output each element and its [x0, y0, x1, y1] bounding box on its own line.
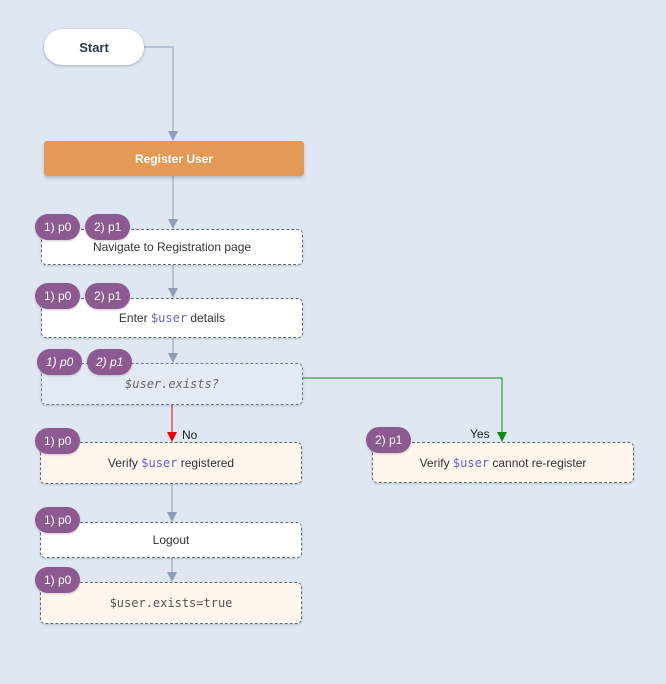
- verify-cannot-variable: $user: [452, 455, 490, 470]
- edge-start-to-register: [144, 46, 174, 131]
- enter-details-suffix: details: [187, 311, 226, 325]
- verify-registered-step-node[interactable]: Verify $user registered: [40, 442, 302, 484]
- verify-cannot-suffix: cannot re-register: [489, 455, 587, 470]
- badge-p1: 2) p1: [85, 214, 131, 240]
- navigate-step-node[interactable]: Navigate to Registration page: [41, 229, 303, 265]
- badge-p1: 2) p1: [366, 427, 412, 453]
- verify-cannot-reregister-step-node[interactable]: Verify $user cannot re-register: [372, 442, 634, 483]
- logout-label: Logout: [152, 533, 190, 547]
- badge-p0: 1) p0: [37, 349, 83, 375]
- verify-registered-suffix: registered: [177, 456, 235, 470]
- enter-details-step-node[interactable]: Enter $user details: [41, 298, 303, 338]
- arrowhead-yes: [497, 432, 507, 442]
- edge-label-no: No: [182, 428, 198, 442]
- badge-p1: 2) p1: [87, 349, 133, 375]
- enter-details-variable: $user: [150, 311, 188, 325]
- badge-p0: 1) p0: [35, 507, 81, 533]
- set-user-exists-label: $user.exists=true: [109, 596, 233, 610]
- arrowhead: [168, 219, 178, 229]
- arrowhead-no: [167, 432, 177, 442]
- badge-p0: 1) p0: [35, 428, 81, 454]
- verify-registered-variable: $user: [141, 456, 178, 470]
- set-user-exists-step-node[interactable]: $user.exists=true: [40, 582, 302, 624]
- arrowhead: [168, 131, 178, 141]
- edge-label-yes: Yes: [470, 427, 490, 441]
- edge-condition-yes: [303, 377, 503, 432]
- badge-p0: 1) p0: [35, 214, 81, 240]
- enter-details-prefix: Enter: [118, 311, 151, 325]
- user-exists-condition-node[interactable]: $user.exists?: [41, 363, 303, 405]
- badge-p1: 2) p1: [85, 283, 131, 309]
- verify-cannot-prefix: Verify: [419, 455, 453, 470]
- navigate-step-label: Navigate to Registration page: [92, 240, 252, 254]
- badge-p0: 1) p0: [35, 283, 81, 309]
- arrowhead: [167, 512, 177, 522]
- start-node[interactable]: Start: [44, 29, 144, 65]
- verify-registered-prefix: Verify: [107, 456, 142, 470]
- logout-step-node[interactable]: Logout: [40, 522, 302, 558]
- arrowhead: [167, 572, 177, 582]
- arrowhead: [168, 353, 178, 363]
- condition-label: $user.exists?: [125, 377, 219, 391]
- register-user-node[interactable]: Register User: [44, 141, 304, 176]
- arrowhead: [168, 288, 178, 298]
- badge-p0: 1) p0: [35, 567, 81, 593]
